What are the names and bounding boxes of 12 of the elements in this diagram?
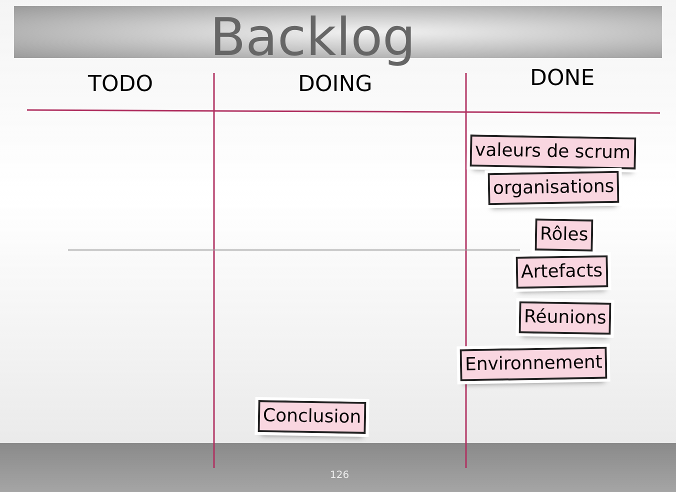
page-number: 126 [330,470,350,481]
sticky-note: organisations [488,170,620,206]
column-heading: DONE [530,66,595,91]
column-heading: DOING [298,72,372,97]
slide-title: Backlog [210,8,416,68]
sticky-note: valeurs de scrum [470,134,636,170]
sticky-note: Artefacts [516,255,608,289]
sticky-note: Conclusion [258,400,366,434]
column-heading: TODO [88,72,154,97]
sticky-note: Réunions [518,301,612,335]
sticky-note: Rôles [534,218,594,252]
sticky-note: Environnement [460,346,608,382]
